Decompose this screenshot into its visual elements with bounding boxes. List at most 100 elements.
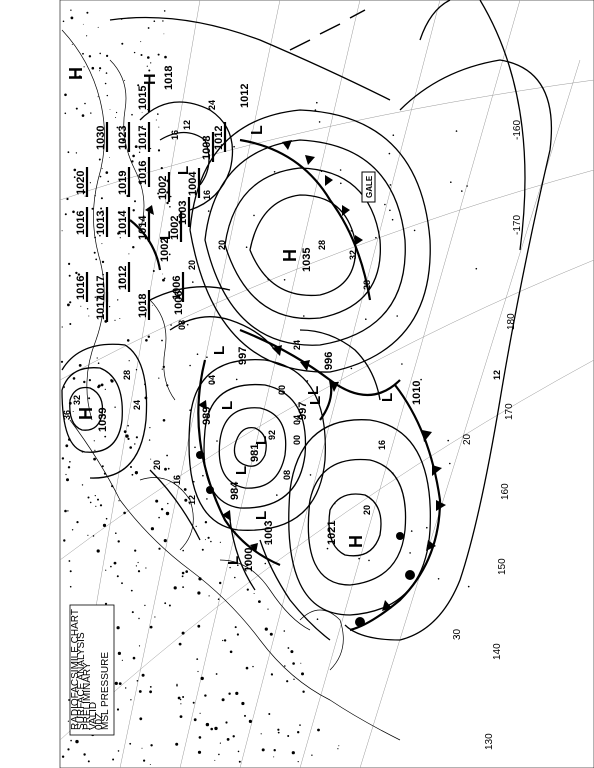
graticule xyxy=(59,0,594,768)
station-dot xyxy=(128,253,130,255)
station-dot xyxy=(270,673,273,676)
station-dot xyxy=(292,662,295,665)
station-dot xyxy=(62,20,65,23)
station-dot xyxy=(100,207,103,210)
station-dot xyxy=(75,739,79,744)
station-dot xyxy=(173,586,177,590)
station-dot xyxy=(145,567,147,569)
isobar-label: 32 xyxy=(72,395,82,405)
station-dot xyxy=(178,642,182,646)
centre-value-l-east: 1010 xyxy=(411,381,423,405)
pressure-value: 1019 xyxy=(117,171,129,195)
station-dot xyxy=(114,319,116,321)
station-dot xyxy=(192,701,195,704)
centre-l-mid2: L xyxy=(175,166,192,175)
station-dot xyxy=(228,692,231,695)
station-dot xyxy=(437,578,440,580)
station-dot xyxy=(110,379,114,383)
station-dot xyxy=(145,339,148,342)
pressure-value: 1012 xyxy=(213,126,225,150)
station-dot xyxy=(155,119,157,121)
station-dot xyxy=(104,388,106,390)
station-dot xyxy=(138,690,142,693)
station-dot xyxy=(97,385,100,389)
station-dot xyxy=(287,735,290,737)
station-dot xyxy=(286,680,289,683)
station-dot xyxy=(91,207,94,210)
station-dot xyxy=(206,356,208,359)
station-dot xyxy=(264,562,267,565)
centre-l-c6: L xyxy=(307,396,324,405)
station-dot xyxy=(86,35,88,37)
station-dot xyxy=(273,171,276,173)
station-dot xyxy=(155,499,159,503)
station-dot xyxy=(117,750,120,752)
station-dot xyxy=(253,214,255,217)
centre-value-l-c4: 997 xyxy=(237,347,249,365)
station-dot xyxy=(95,505,97,507)
station-dot xyxy=(153,20,156,23)
station-dot xyxy=(132,246,135,249)
station-dot xyxy=(82,23,84,25)
station-dot xyxy=(197,624,201,628)
station-dot xyxy=(170,324,172,326)
isobar-label: 32 xyxy=(348,250,358,260)
isobar-label: 28 xyxy=(362,280,372,290)
station-dot xyxy=(401,363,403,365)
station-dot xyxy=(466,185,468,187)
station-dot xyxy=(70,739,72,742)
station-dot xyxy=(139,182,142,185)
station-dot xyxy=(102,523,107,528)
station-dot xyxy=(391,218,394,221)
station-dot xyxy=(65,473,67,476)
station-dot xyxy=(163,33,165,35)
station-dot xyxy=(426,526,428,529)
station-dot xyxy=(115,117,117,118)
station-dot xyxy=(104,435,107,438)
longitude-label: -170 xyxy=(512,215,523,235)
station-dot xyxy=(246,588,249,591)
station-dot xyxy=(161,368,163,370)
station-dot xyxy=(350,367,353,370)
station-dot xyxy=(180,703,182,705)
pressure-centres: H 1018 H H 1035 H 1039 H 1021 L 1012 L 9… xyxy=(66,66,423,572)
station-dot xyxy=(297,731,300,734)
station-dot xyxy=(132,154,135,158)
station-dot xyxy=(229,650,233,654)
station-dot xyxy=(104,82,107,85)
station-dot xyxy=(72,411,74,412)
station-dot xyxy=(147,56,150,59)
station-dot xyxy=(287,647,290,649)
station-dot xyxy=(157,192,160,195)
station-dot xyxy=(152,270,155,272)
station-dot xyxy=(117,211,121,214)
station-dot xyxy=(147,335,150,338)
station-dot xyxy=(141,106,143,107)
station-dot xyxy=(133,51,136,54)
station-dot xyxy=(64,93,67,97)
station-dot xyxy=(268,713,271,715)
station-dot xyxy=(99,175,102,178)
station-dot xyxy=(210,727,213,731)
station-dot xyxy=(316,618,319,620)
station-dot xyxy=(157,149,161,152)
centre-value-h-center: 1035 xyxy=(301,248,313,272)
isobar-label: 24 xyxy=(207,100,217,110)
station-dot xyxy=(195,525,197,528)
station-dot xyxy=(158,126,160,128)
station-dot xyxy=(258,600,261,603)
isobar-label: 16 xyxy=(170,130,180,140)
coastlines xyxy=(61,29,401,741)
station-dot xyxy=(94,296,97,298)
station-dot xyxy=(150,458,152,460)
pressure-value: 1017 xyxy=(95,296,107,320)
station-dot xyxy=(273,756,275,758)
station-dot xyxy=(162,365,165,369)
latitude-label: 30 xyxy=(452,628,463,640)
station-dot xyxy=(204,694,207,697)
station-dot xyxy=(311,754,313,756)
station-dot xyxy=(94,449,96,451)
station-dot xyxy=(384,203,386,206)
station-dot xyxy=(132,209,135,212)
